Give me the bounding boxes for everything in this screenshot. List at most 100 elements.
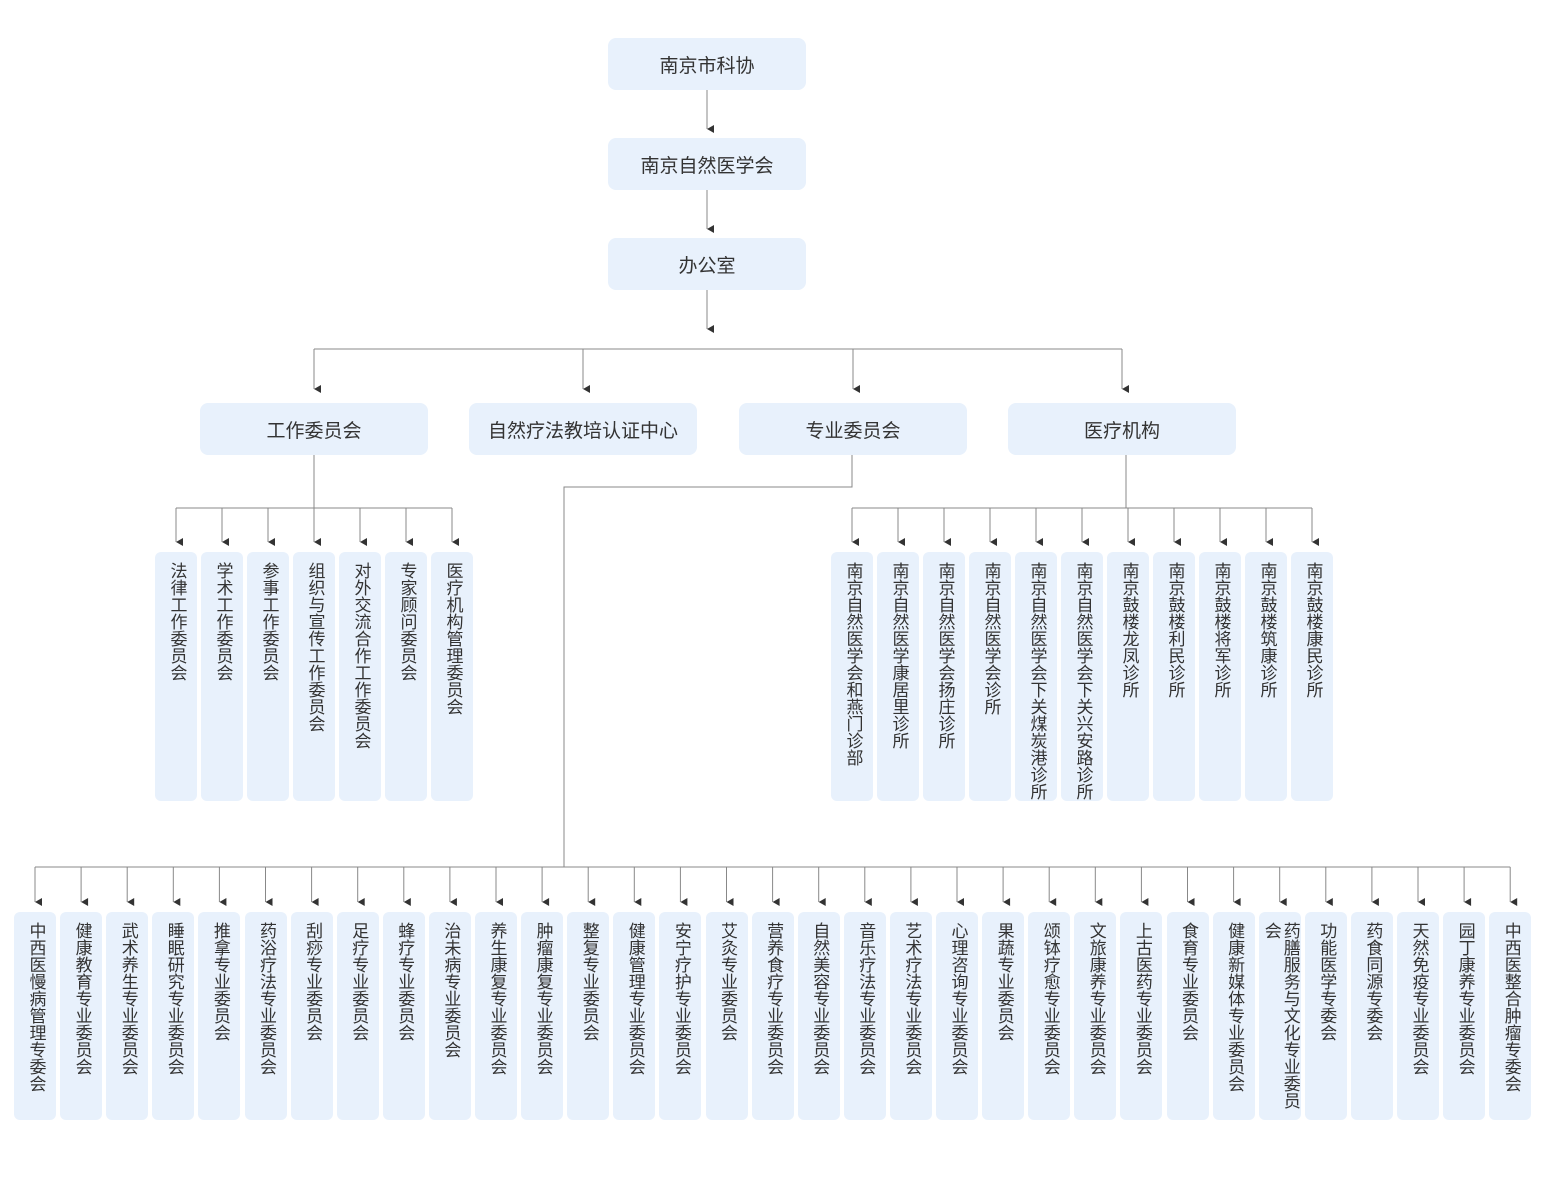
professional-committee-box-16: 艾灸专业委员会 — [705, 912, 748, 1120]
professional-committee-box-label: 治未病专业委员会 — [440, 922, 461, 1058]
professional-committee-box-label: 文旅康养专业委员会 — [1085, 922, 1106, 1075]
professional-committee-box-label: 果蔬专业委员会 — [993, 922, 1014, 1041]
professional-committee-box-label: 健康新媒体专业委员会 — [1224, 922, 1245, 1092]
professional-committee-box-20: 艺术疗法专业委员会 — [889, 912, 932, 1120]
professional-committee-box-2: 健康教育专业委员会 — [60, 912, 103, 1120]
professional-committee-box-label: 药浴疗法专业委员会 — [256, 922, 276, 1075]
professional-committee-box-27: 健康新媒体专业委员会 — [1212, 912, 1255, 1120]
clinic-box-label: 南京鼓楼筑康诊所 — [1256, 562, 1277, 698]
professional-committee-box-26: 食育专业委员会 — [1166, 912, 1209, 1120]
professional-committee-box-32: 园丁康养专业委员会 — [1443, 912, 1486, 1120]
clinic-box-label: 南京自然医学会和燕门诊部 — [842, 562, 863, 766]
professional-committee-box-label: 睡眠研究专业委员会 — [163, 922, 184, 1075]
professional-committee-box-label: 音乐疗法专业委员会 — [855, 922, 876, 1075]
clinic-box-11: 南京鼓楼康民诊所 — [1291, 552, 1333, 801]
professional-committee-box-label: 园丁康养专业委员会 — [1454, 922, 1475, 1075]
professional-committee-box-label: 颂钵疗愈专业委员会 — [1039, 922, 1060, 1075]
professional-committee-box-14: 健康管理专业委员会 — [613, 912, 656, 1120]
professional-committee-box-10: 治未病专业委员会 — [428, 912, 471, 1120]
professional-committee-box-11: 养生康复专业委员会 — [475, 912, 517, 1120]
clinic-box-label: 南京鼓楼康民诊所 — [1302, 562, 1323, 698]
node-root: 南京市科协 — [608, 38, 806, 90]
node-training-center: 自然疗法教培认证中心 — [469, 403, 697, 455]
clinic-box-2: 南京自然医学康居里诊所 — [877, 552, 919, 801]
professional-committee-box-33: 中西医整合肿瘤专委会 — [1489, 912, 1532, 1120]
professional-committee-box-12: 肿瘤康复专业委员会 — [521, 912, 564, 1120]
professional-committee-box-label: 武术养生专业委员会 — [117, 922, 138, 1075]
clinic-box-label: 南京鼓楼将军诊所 — [1210, 562, 1231, 698]
work-committee-box-label: 法律工作委员会 — [166, 562, 187, 681]
clinic-box-8: 南京鼓楼利民诊所 — [1153, 552, 1195, 801]
node-professional-committee: 专业委员会 — [739, 403, 967, 455]
professional-committee-box-label: 艾灸专业委员会 — [717, 922, 737, 1041]
professional-committee-box-25: 上古医药专业委员会 — [1120, 912, 1163, 1120]
professional-committee-box-label: 药食同源专委会 — [1362, 922, 1383, 1041]
work-committee-box-label: 对外交流合作工作委员会 — [350, 562, 371, 749]
professional-committee-box-7: 刮痧专业委员会 — [290, 912, 333, 1120]
professional-committee-box-4: 睡眠研究专业委员会 — [152, 912, 195, 1120]
clinic-box-label: 南京自然医学会诊所 — [980, 562, 1001, 715]
professional-committee-box-label: 健康教育专业委员会 — [71, 922, 92, 1075]
professional-committee-box-5: 推拿专业委员会 — [198, 912, 241, 1120]
professional-committee-box-label: 自然美容专业委员会 — [809, 922, 830, 1075]
clinic-box-7: 南京鼓楼龙凤诊所 — [1107, 552, 1149, 801]
node-office: 办公室 — [608, 238, 806, 290]
professional-committee-box-23: 颂钵疗愈专业委员会 — [1028, 912, 1071, 1120]
clinic-box-5: 南京自然医学会下关煤炭港诊所 — [1015, 552, 1057, 801]
work-committee-box-6: 专家顾问委员会 — [385, 552, 427, 801]
professional-committee-box-30: 药食同源专委会 — [1350, 912, 1393, 1120]
professional-committee-box-label: 肿瘤康复专业委员会 — [532, 922, 553, 1075]
professional-committee-box-label: 药膳服务与文化专业委员会 — [1260, 922, 1300, 1109]
professional-committee-box-label: 推拿专业委员会 — [209, 922, 230, 1041]
clinic-box-1: 南京自然医学会和燕门诊部 — [831, 552, 873, 801]
clinic-box-label: 南京鼓楼利民诊所 — [1164, 562, 1185, 698]
professional-committee-box-31: 天然免疫专业委员会 — [1397, 912, 1439, 1120]
professional-committee-box-label: 健康管理专业委员会 — [624, 922, 645, 1075]
professional-committee-box-label: 上古医药专业委员会 — [1131, 922, 1152, 1075]
professional-committee-box-22: 果蔬专业委员会 — [982, 912, 1025, 1120]
clinic-box-9: 南京鼓楼将军诊所 — [1199, 552, 1241, 801]
clinic-box-10: 南京鼓楼筑康诊所 — [1245, 552, 1287, 801]
professional-committee-box-21: 心理咨询专业委员会 — [936, 912, 978, 1120]
professional-committee-box-label: 蜂疗专业委员会 — [394, 922, 415, 1041]
clinic-box-4: 南京自然医学会诊所 — [969, 552, 1011, 801]
node-society: 南京自然医学会 — [608, 138, 806, 190]
work-committee-box-label: 学术工作委员会 — [212, 562, 233, 681]
work-committee-box-label: 医疗机构管理委员会 — [442, 562, 463, 715]
professional-committee-box-label: 养生康复专业委员会 — [486, 922, 507, 1075]
professional-committee-box-9: 蜂疗专业委员会 — [382, 912, 425, 1120]
professional-committee-box-label: 心理咨询专业委员会 — [947, 922, 968, 1075]
professional-committee-box-label: 中西医整合肿瘤专委会 — [1500, 922, 1521, 1092]
professional-committee-box-15: 安宁疗护专业委员会 — [659, 912, 702, 1120]
clinic-box-label: 南京鼓楼龙凤诊所 — [1118, 562, 1139, 698]
professional-committee-box-24: 文旅康养专业委员会 — [1074, 912, 1117, 1120]
professional-committee-box-18: 自然美容专业委员会 — [797, 912, 840, 1120]
clinic-box-label: 南京自然医学会下关煤炭港诊所 — [1026, 562, 1047, 800]
professional-committee-box-label: 功能医学专委会 — [1316, 922, 1337, 1041]
work-committee-box-5: 对外交流合作工作委员会 — [339, 552, 381, 801]
clinic-box-label: 南京自然医学康居里诊所 — [888, 562, 909, 749]
clinic-box-3: 南京自然医学会扬庄诊所 — [923, 552, 965, 801]
work-committee-box-label: 专家顾问委员会 — [396, 562, 417, 681]
work-committee-box-7: 医疗机构管理委员会 — [431, 552, 473, 801]
professional-committee-box-8: 足疗专业委员会 — [336, 912, 379, 1120]
clinic-box-label: 南京自然医学会扬庄诊所 — [934, 562, 955, 749]
professional-committee-box-19: 音乐疗法专业委员会 — [843, 912, 886, 1120]
work-committee-box-3: 参事工作委员会 — [247, 552, 289, 801]
professional-committee-box-label: 刮痧专业委员会 — [302, 922, 323, 1041]
professional-committee-box-13: 整复专业委员会 — [567, 912, 610, 1120]
work-committee-box-1: 法律工作委员会 — [155, 552, 197, 801]
work-committee-box-label: 参事工作委员会 — [258, 562, 279, 681]
professional-committee-box-label: 安宁疗护专业委员会 — [670, 922, 691, 1075]
node-work-committee: 工作委员会 — [200, 403, 428, 455]
node-medical-institutions: 医疗机构 — [1008, 403, 1236, 455]
professional-committee-box-17: 营养食疗专业委员会 — [751, 912, 794, 1120]
professional-committee-box-label: 整复专业委员会 — [578, 922, 599, 1041]
professional-committee-box-label: 营养食疗专业委员会 — [763, 922, 784, 1075]
professional-committee-box-6: 药浴疗法专业委员会 — [244, 912, 287, 1120]
work-committee-box-label: 组织与宣传工作委员会 — [304, 562, 325, 732]
professional-committee-box-1: 中西医慢病管理专委会 — [14, 912, 56, 1120]
professional-committee-box-label: 天然免疫专业委员会 — [1408, 922, 1429, 1075]
clinic-box-6: 南京自然医学会下关兴安路诊所 — [1061, 552, 1103, 801]
